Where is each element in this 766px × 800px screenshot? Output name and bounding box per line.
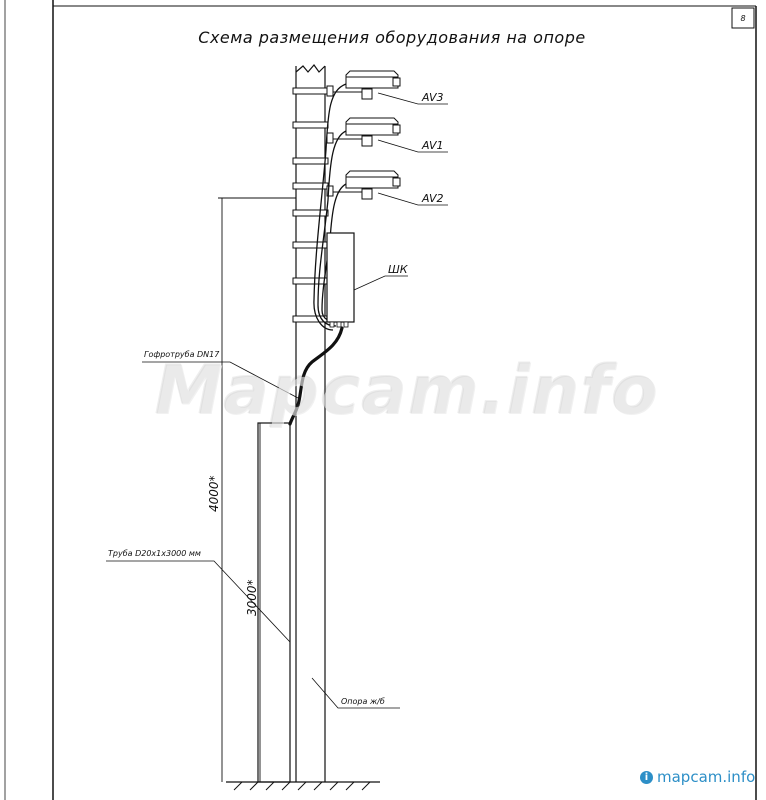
cabinet-label: ШК <box>388 263 409 276</box>
protective-pipe <box>257 422 291 783</box>
ground-hatching <box>233 781 371 791</box>
pole-clamps <box>292 87 329 323</box>
dimension-pipe-value: 3000* <box>245 579 259 616</box>
camera-av3-label: AV3 <box>421 91 444 104</box>
watermark-corner-text: mapcam.info <box>657 768 756 786</box>
corrugated-tube-leader <box>142 361 299 399</box>
diagram-title: Схема размещения оборудования на опоре <box>198 28 585 47</box>
camera-leaders <box>377 92 448 206</box>
concrete-pole <box>295 64 326 782</box>
camera-av3 <box>326 70 401 100</box>
cabinet-leader <box>353 275 408 291</box>
camera-av2 <box>326 170 401 200</box>
dimension-total <box>218 197 296 782</box>
pole-break-line <box>295 64 326 73</box>
camera-av1-label: AV1 <box>421 139 444 152</box>
pipe-leader <box>106 560 291 643</box>
pipe-label: Труба D20x1x3000 мм <box>108 549 201 558</box>
corrugated-tube <box>288 326 344 426</box>
dimension-total-value: 4000* <box>207 475 221 512</box>
camera-av2-label: AV2 <box>421 192 444 205</box>
sheet-number-box <box>731 7 755 29</box>
sheet-number: 8 <box>740 14 745 23</box>
cabinet-glands <box>329 321 349 328</box>
pole-label: Опора ж/б <box>341 697 385 706</box>
electrical-cabinet <box>326 232 355 323</box>
watermark-corner: i mapcam.info <box>640 768 755 786</box>
camera-av1 <box>326 117 401 147</box>
info-icon: i <box>640 770 653 784</box>
corrugated-tube-label: Гофротруба DN17 <box>144 350 220 359</box>
pole-leader <box>311 677 400 709</box>
